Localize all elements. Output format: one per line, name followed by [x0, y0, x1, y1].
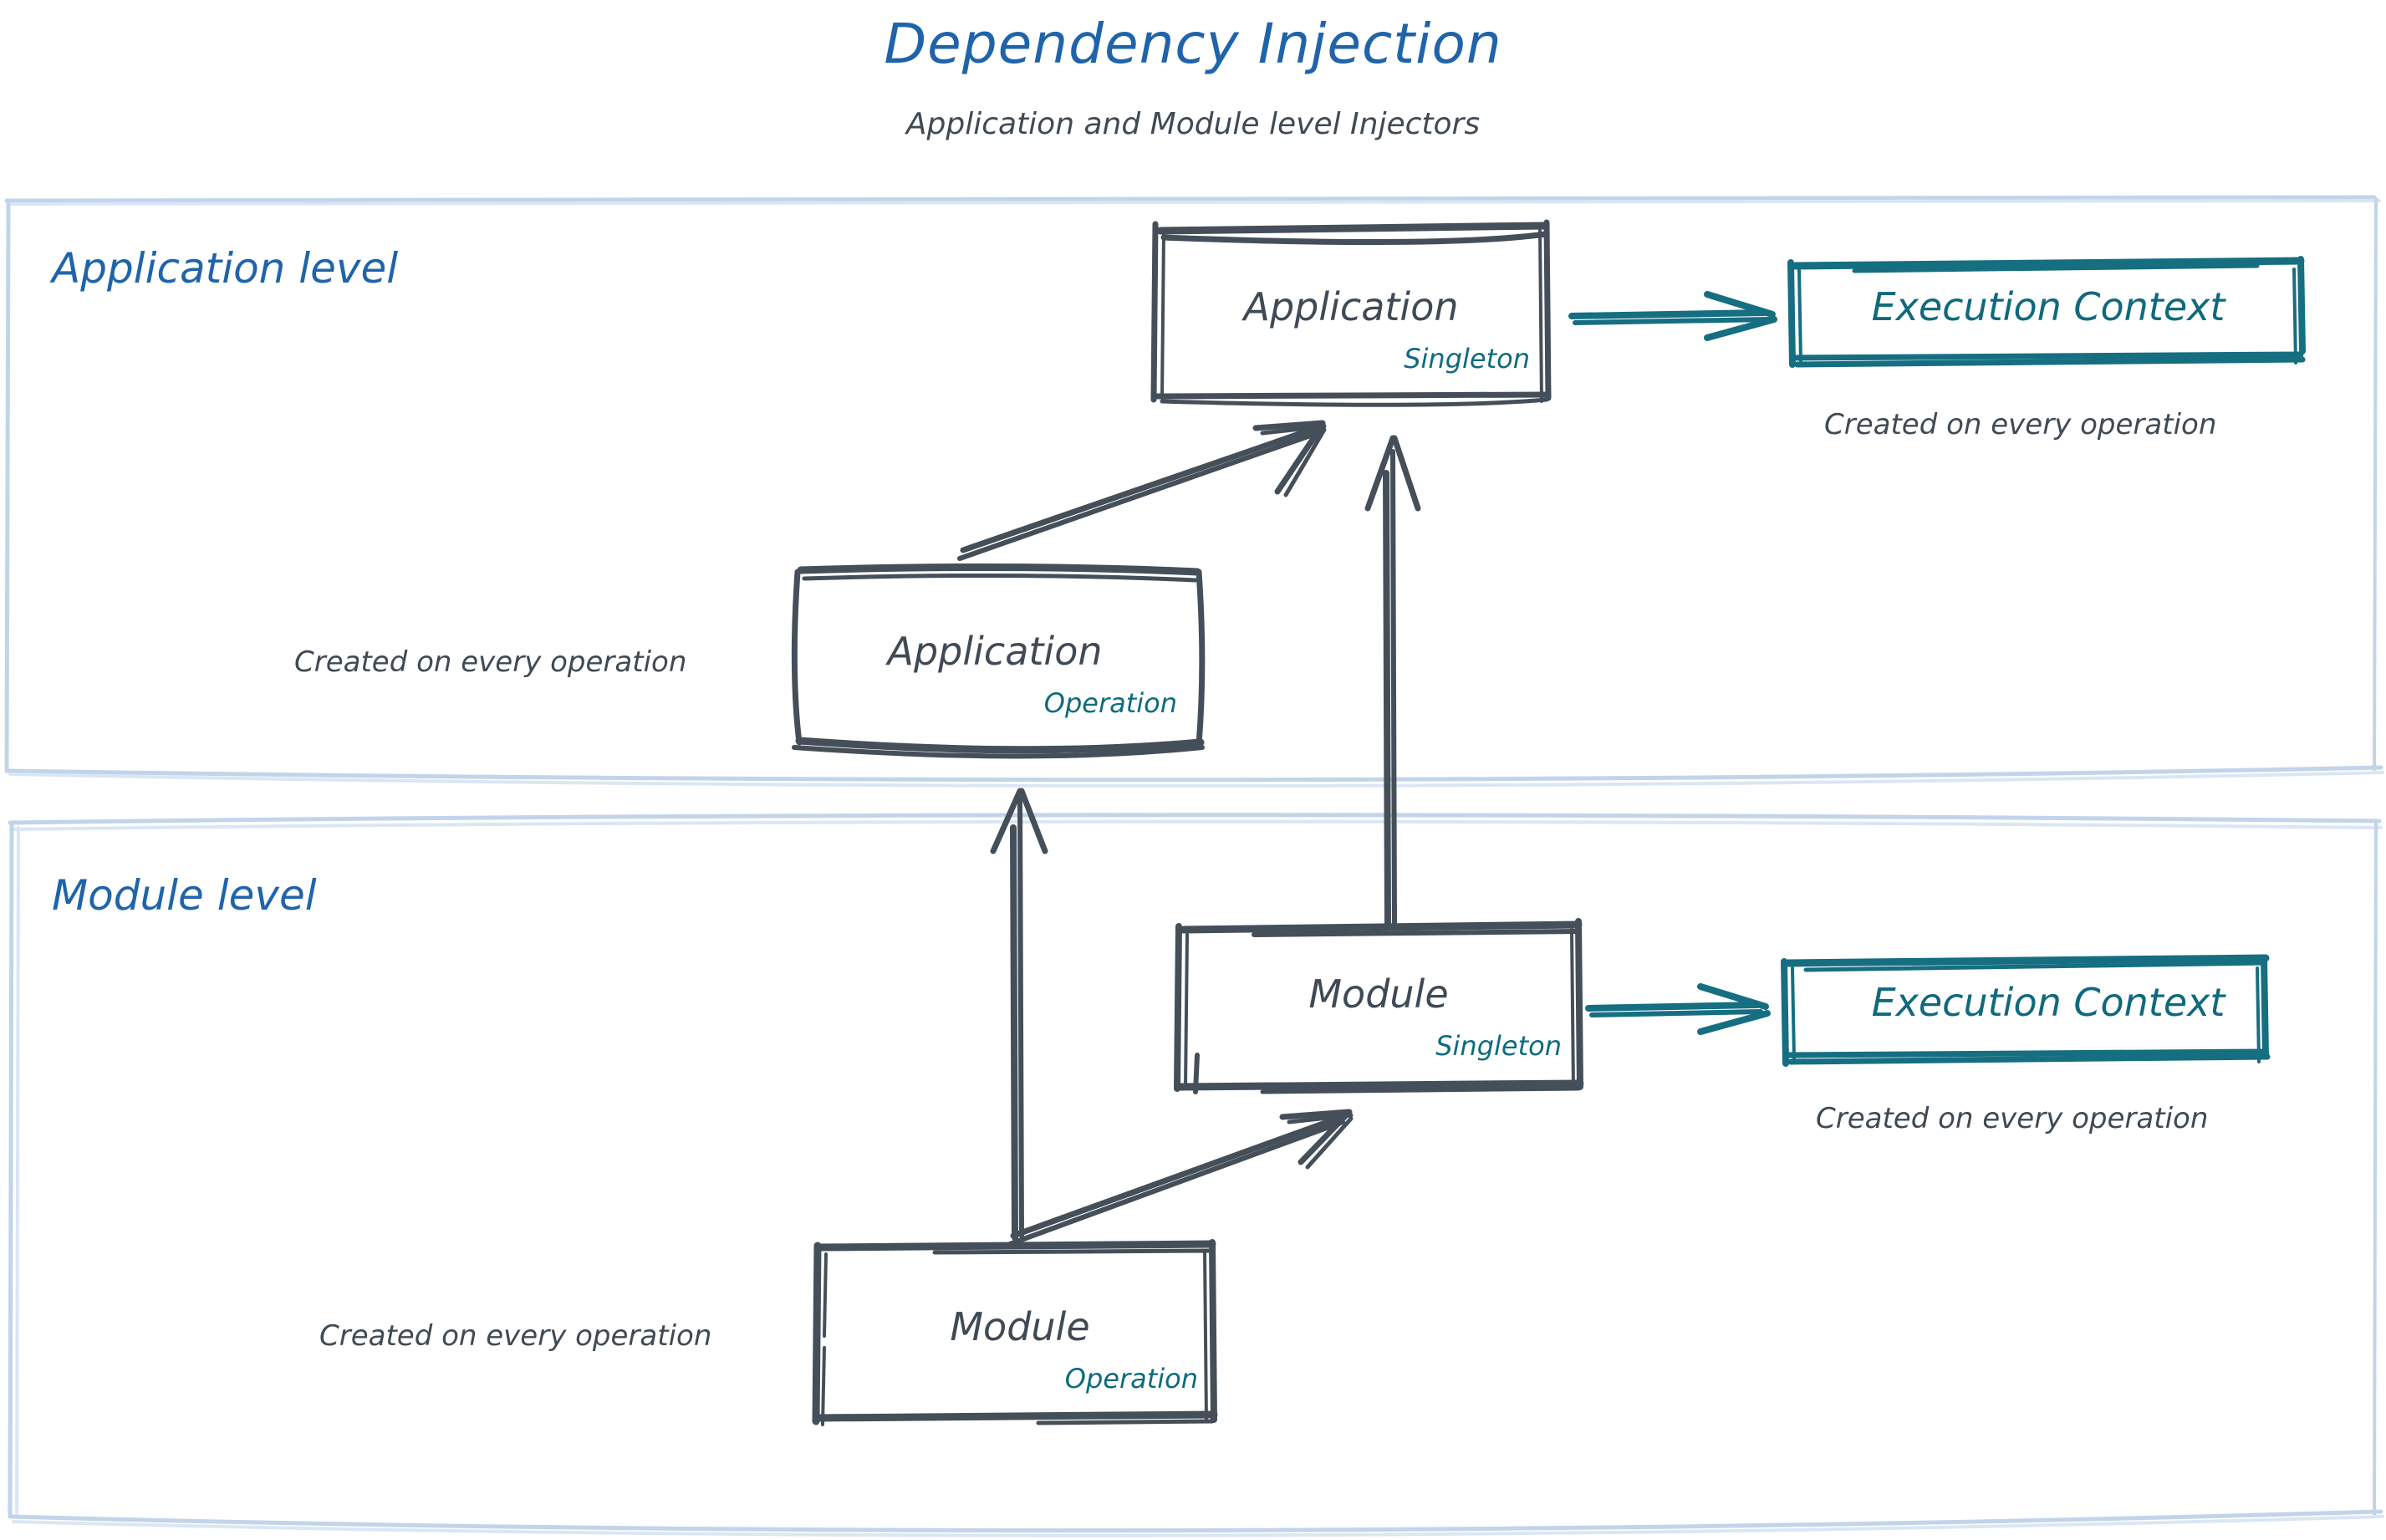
- arrow-module-singleton-to-application-singleton: [1364, 435, 1421, 928]
- arrow-application-singleton-to-execution-context: [1568, 291, 1777, 341]
- caption-execution-context-application: Created on every operation: [1824, 408, 2217, 441]
- node-module-singleton-scope: Singleton: [1435, 1030, 1562, 1062]
- node-application-operation-title: Application: [887, 629, 1103, 674]
- node-module-operation-scope: Operation: [1064, 1363, 1198, 1395]
- page-subtitle: Application and Module level Injectors: [905, 107, 1481, 141]
- arrow-module-singleton-to-execution-context: [1585, 983, 1771, 1035]
- caption-application-operation: Created on every operation: [294, 645, 687, 679]
- node-application-singleton-scope: Singleton: [1404, 343, 1530, 375]
- node-execution-context-module-title: Execution Context: [1871, 980, 2225, 1025]
- caption-module-operation: Created on every operation: [319, 1319, 712, 1353]
- node-application-operation-scope: Operation: [1043, 687, 1177, 719]
- module-level-label: Module level: [52, 871, 317, 920]
- module-level-container: [8, 813, 2384, 1537]
- node-module-singleton-title: Module: [1308, 971, 1449, 1017]
- caption-execution-context-module: Created on every operation: [1816, 1102, 2209, 1135]
- node-application-singleton-title: Application: [1243, 284, 1459, 329]
- arrow-module-operation-to-application-operation: [990, 788, 1048, 1241]
- page-title: Dependency Injection: [884, 12, 1502, 76]
- arrow-module-operation-to-module-singleton: [1007, 1109, 1354, 1247]
- node-module-operation-title: Module: [950, 1304, 1090, 1349]
- node-execution-context-application-title: Execution Context: [1871, 284, 2225, 329]
- application-level-label: Application level: [52, 244, 399, 293]
